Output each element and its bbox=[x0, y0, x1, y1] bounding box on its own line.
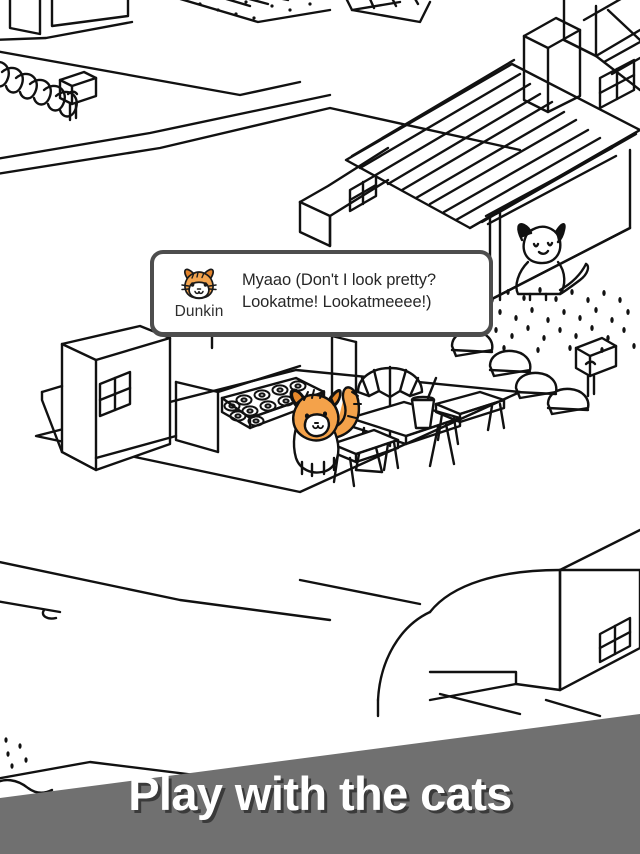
gravel-texture bbox=[490, 287, 636, 353]
window-bottom-right-house bbox=[598, 616, 632, 664]
mailbox-right bbox=[574, 336, 618, 398]
shop-structure bbox=[168, 316, 358, 454]
cat-dialog-message-line2: Lookatme! Lookatmeeee!) bbox=[242, 293, 432, 311]
cat-dialog-message-line1: Myaao (Don't I look pretty? bbox=[242, 271, 436, 290]
road-edge-b bbox=[438, 692, 522, 716]
window-top-right bbox=[598, 58, 636, 110]
striped-path-top bbox=[179, 0, 432, 24]
cat-name-label: Dunkin bbox=[174, 302, 224, 320]
cat-dialog-message: Myaao (Don't I look pretty? Lookatme! Lo… bbox=[232, 270, 481, 316]
cat-dialog-box[interactable]: Dunkin Myaao (Don't I look pretty? Looka… bbox=[150, 250, 493, 336]
mailbox-top-left bbox=[58, 70, 98, 122]
ground-line-a bbox=[0, 50, 302, 97]
building-top-left bbox=[0, 0, 134, 41]
ground-line-f bbox=[41, 608, 58, 620]
white-box-building-left bbox=[40, 324, 178, 472]
orange-tabby-cat-face-icon bbox=[181, 268, 217, 300]
ground-line-b bbox=[0, 93, 332, 160]
bench-right bbox=[434, 390, 506, 446]
road-edge-c bbox=[544, 698, 602, 718]
dotted-path-texture bbox=[198, 0, 312, 20]
hedge-top-left bbox=[0, 60, 78, 118]
drink-cup bbox=[410, 376, 438, 430]
patio-slab bbox=[34, 368, 522, 494]
ground-line-e bbox=[0, 600, 62, 614]
promo-banner-caption: Play with the cats bbox=[128, 767, 512, 820]
window-left-building bbox=[98, 370, 132, 418]
ground-line-g bbox=[298, 578, 422, 606]
house-bottom-right bbox=[376, 528, 640, 718]
tabby-cat bbox=[289, 386, 362, 478]
wall-cat-painting bbox=[515, 223, 590, 302]
cat-avatar: Dunkin bbox=[166, 266, 232, 320]
ground-line-d bbox=[0, 560, 332, 622]
bench-left bbox=[330, 428, 400, 488]
